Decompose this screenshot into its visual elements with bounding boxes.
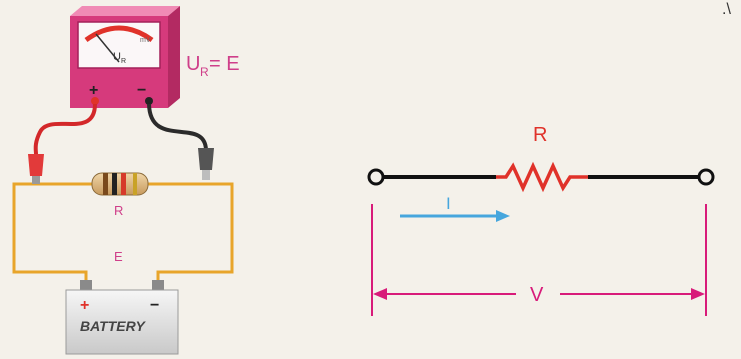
meter-minus-jack	[145, 97, 153, 105]
red-probe-clip	[28, 154, 44, 184]
schematic-resistor-label: R	[533, 124, 547, 146]
voltage-label: V	[530, 284, 544, 306]
meter-tick-label: mV	[140, 37, 151, 44]
battery-brand-text: BATTERY	[80, 318, 146, 334]
current-label: I	[446, 194, 451, 213]
black-probe-clip	[198, 148, 214, 180]
left-terminal	[367, 168, 385, 186]
meter-scale-arc	[84, 25, 154, 43]
left-resistor-label: R	[114, 203, 123, 218]
voltmeter: U R mV + −	[70, 6, 180, 108]
circuit-loop-wire	[12, 182, 234, 290]
meter-plus-terminal-label: +	[89, 82, 98, 99]
equation-subscript: R	[200, 65, 209, 79]
left-circuit: U R mV + − U R = E	[12, 6, 240, 355]
voltage-right-arrow-head	[691, 288, 705, 300]
battery: + − BATTERY	[65, 280, 179, 355]
meter-symbol: U	[113, 51, 121, 63]
equation-rest: = E	[209, 53, 240, 75]
black-probe-lead	[147, 103, 208, 151]
red-probe-lead	[33, 103, 97, 155]
resistor-component	[91, 172, 149, 196]
current-arrow-head	[496, 210, 510, 222]
meter-minus-terminal-label: −	[137, 82, 146, 99]
right-schematic: R I V	[367, 124, 715, 316]
equation-main: U	[186, 53, 200, 75]
battery-minus-label: −	[150, 297, 159, 314]
battery-plus-label: +	[80, 297, 89, 314]
meter-symbol-subscript: R	[121, 58, 126, 65]
corner-mark: .\	[722, 1, 731, 18]
right-terminal	[697, 168, 715, 186]
meter-equation: U R = E	[186, 53, 240, 79]
meter-plus-jack	[91, 97, 99, 105]
resistor-symbol	[496, 161, 588, 193]
voltage-left-arrow-head	[373, 288, 387, 300]
meter-needle	[95, 33, 120, 63]
source-label: E	[114, 249, 123, 264]
